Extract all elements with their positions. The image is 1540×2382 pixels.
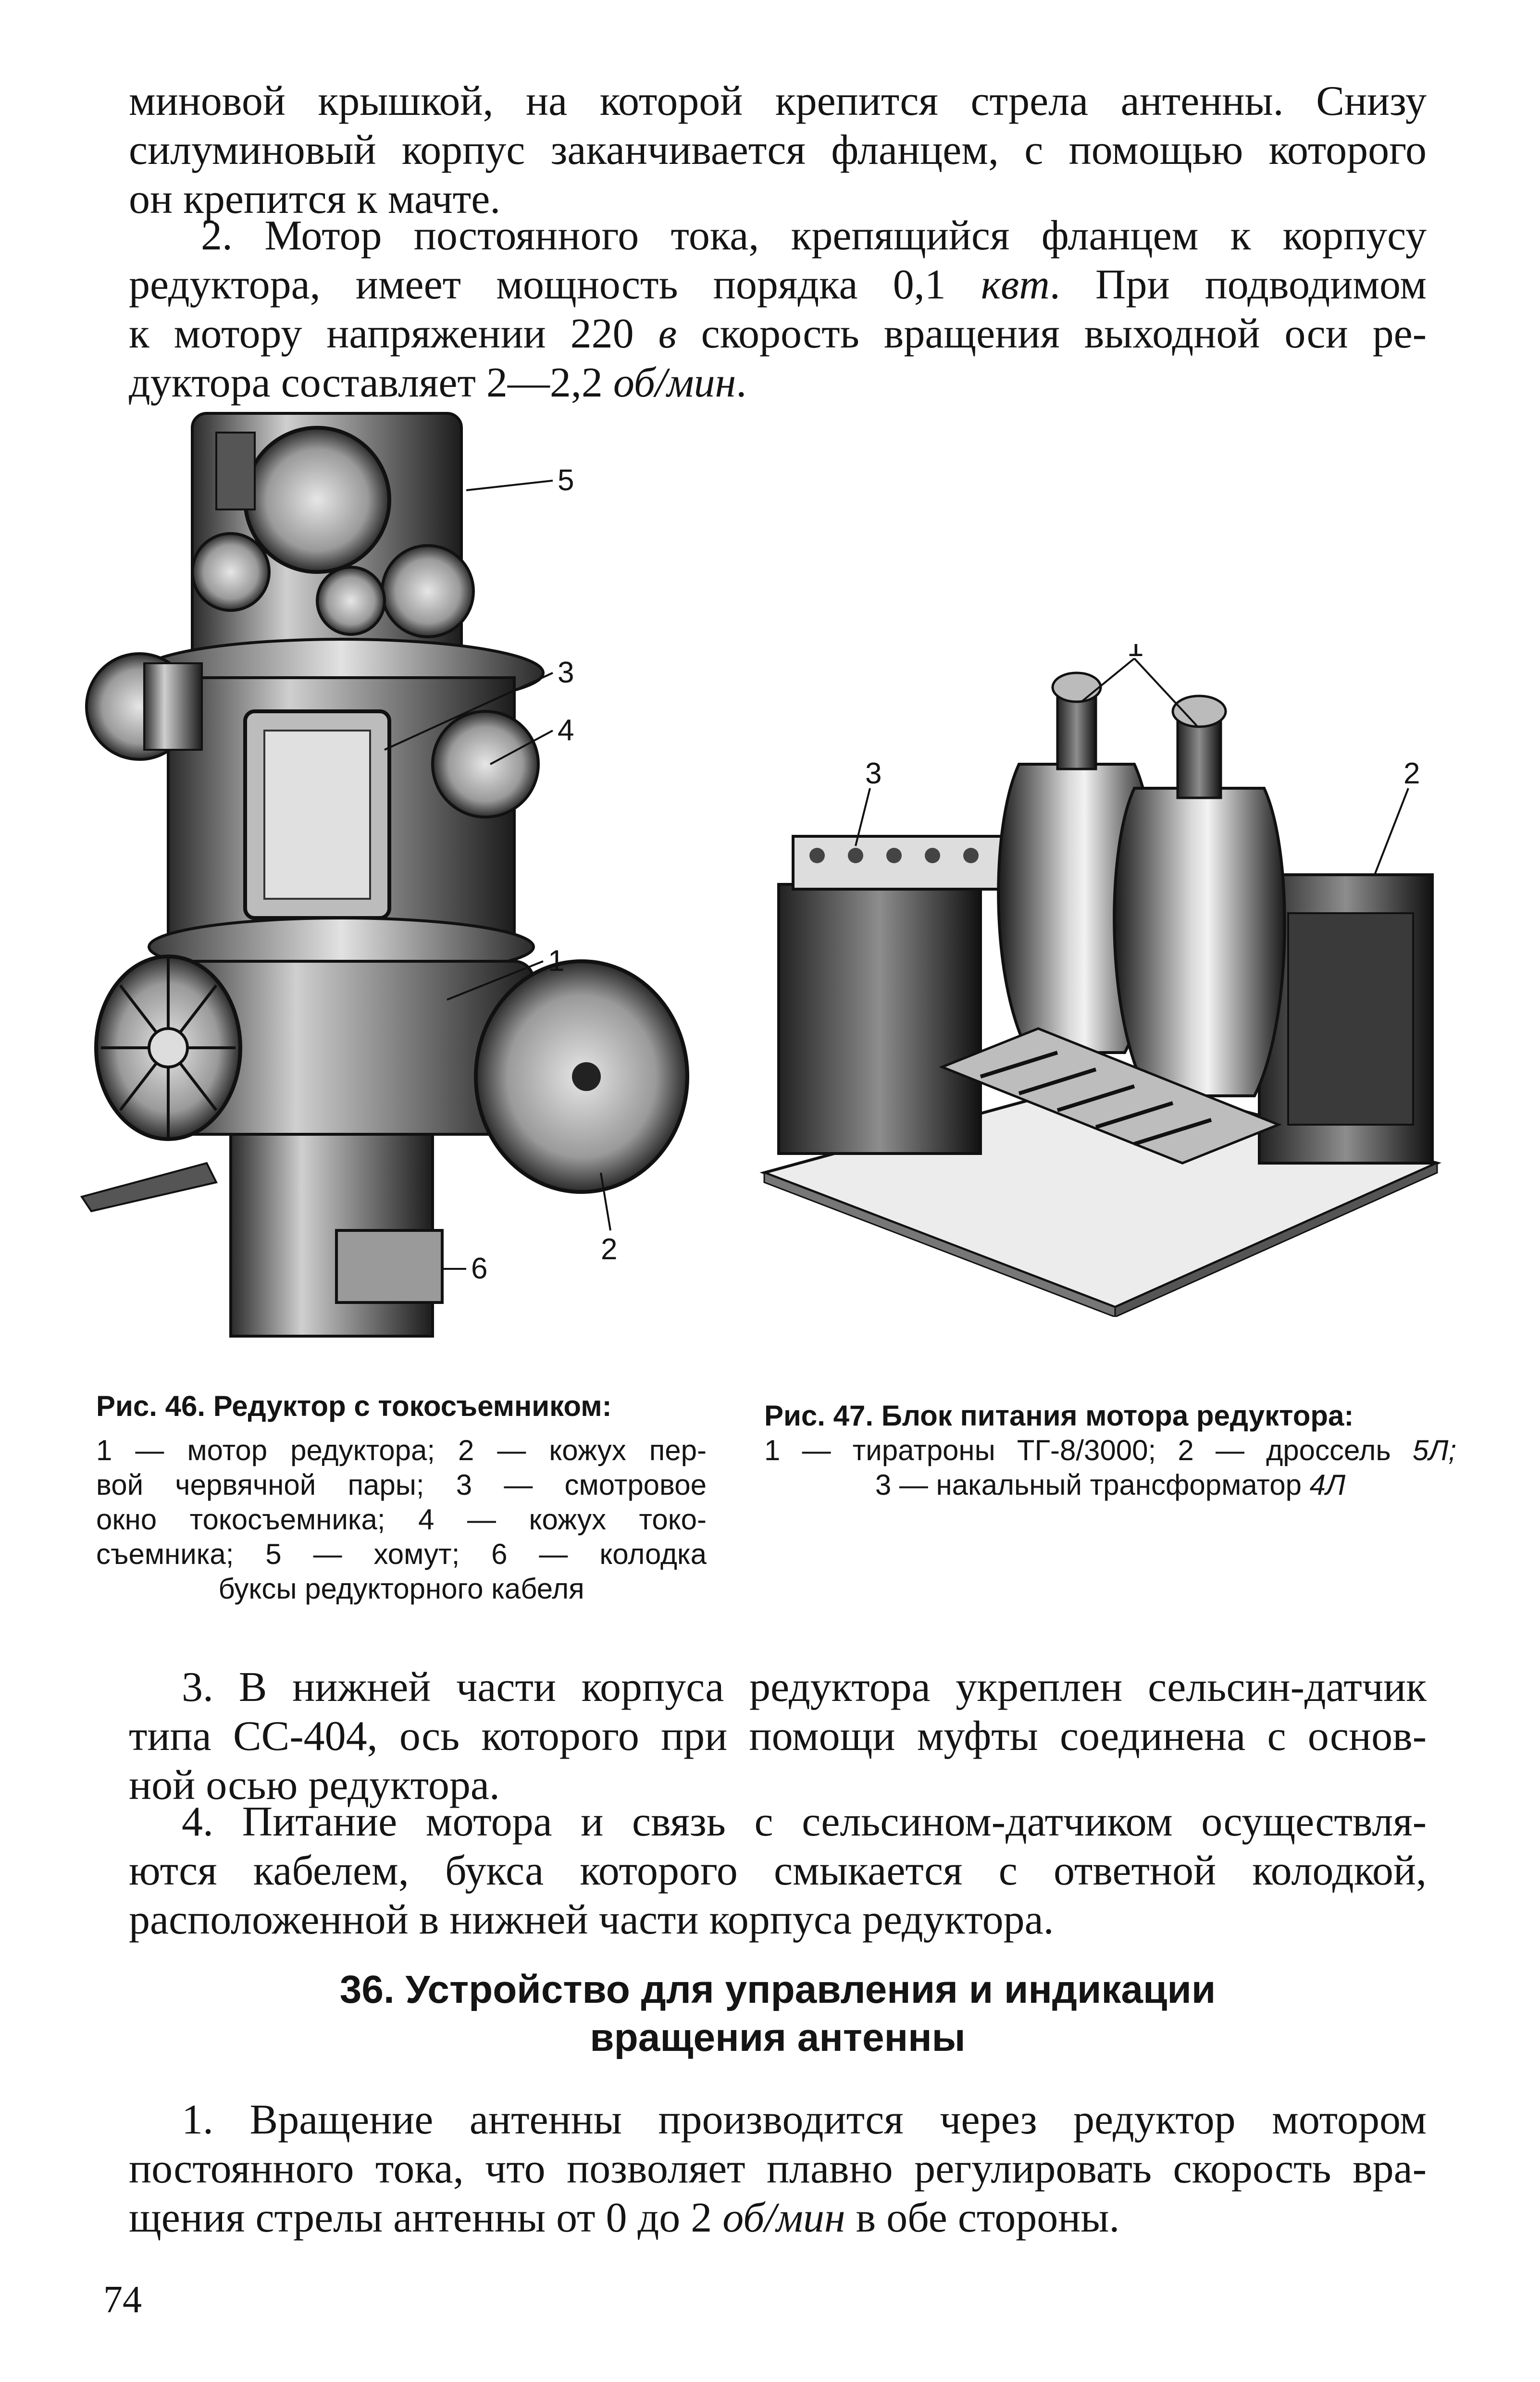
figure-46-label: 2	[601, 1233, 617, 1266]
text-line: силуминовый корпус заканчивается фланцем…	[129, 127, 1427, 174]
figure-46-label: 6	[471, 1252, 487, 1285]
text-fragment: в обе стороны.	[845, 2195, 1120, 2241]
figure-46-label: 4	[558, 714, 574, 747]
power-unit-drawing: 1 3 2	[759, 644, 1441, 1317]
caption-line: съемника; 5 — хомут; 6 — колодка	[96, 1538, 707, 1570]
reducer-drawing: 5 3 4 1 2 6	[80, 412, 689, 1338]
text-line: миновой крышкой, на которой крепится стр…	[129, 78, 1427, 124]
text-line: 4. Питание мотора и связь с сельсином-да…	[182, 1799, 1427, 1845]
item-2-paragraph: 2. Мотор постоянного тока, крепящийся фл…	[129, 211, 1427, 408]
heading-line: 36. Устройство для управления и индикаци…	[339, 1968, 1216, 2011]
text-fragment: дуктора составляет 2—2,2	[129, 360, 603, 406]
figure-47-power-unit-illustration: 1 3 2	[750, 644, 1442, 1317]
text-line: типа СС-404, ось которого при помощи муф…	[129, 1713, 1427, 1760]
caption-line: окно токосъемника; 4 — кожух токо-	[96, 1503, 707, 1536]
figure-46-label: 5	[558, 464, 574, 497]
figure-47-caption-title: Рис. 47. Блок питания мотора редуктора:	[764, 1400, 1354, 1432]
caption-line: 3 — накальный трансформатор 4Л	[764, 1468, 1456, 1502]
text-line: щения стрелы антенны от 0 до 2 об/мин в …	[129, 2194, 1427, 2243]
caption-fragment: 1 — тиратроны ТГ-8/3000; 2 — дроссель	[764, 1434, 1391, 1466]
text-line: он крепится к мачте.	[129, 176, 501, 223]
text-fragment: щения стрелы антенны от 0 до 2	[129, 2195, 712, 2241]
figure-47-caption: Рис. 47. Блок питания мотора редуктора: …	[764, 1399, 1456, 1502]
heading-line: вращения антенны	[590, 2016, 966, 2059]
caption-line: вой червячной пары; 3 — смотровое	[96, 1469, 707, 1501]
text-line: дуктора составляет 2—2,2 об/мин.	[129, 359, 1427, 408]
unit-kw: квт	[981, 261, 1050, 308]
caption-line: 1 — мотор редуктора; 2 — кожух пер-	[96, 1434, 707, 1466]
figure-46-label: 3	[558, 656, 574, 689]
caption-line: 1 — тиратроны ТГ-8/3000; 2 — дроссель 5Л…	[764, 1433, 1456, 1468]
caption-fragment: 3 — накальный трансформатор	[875, 1469, 1302, 1501]
figure-46-label: 1	[548, 944, 564, 978]
page-number: 74	[103, 2279, 142, 2321]
item-4-paragraph: 4. Питание мотора и связь с сельсином-да…	[129, 1798, 1427, 1945]
text-fragment: .	[736, 360, 747, 406]
figure-46-reducer-illustration: 5 3 4 1 2 6	[72, 394, 707, 1346]
text-fragment: . При подводимом	[1049, 261, 1427, 308]
caption-line: буксы редукторного кабеля	[218, 1573, 584, 1605]
figure-46-caption: Рис. 46. Редуктор с токосъемником: 1 — м…	[96, 1389, 707, 1606]
text-line: ются кабелем, букса которого смыкается с…	[129, 1848, 1427, 1894]
caption-italic-fragment: 5Л;	[1412, 1434, 1456, 1466]
unit-rpm: об/мин	[613, 360, 736, 406]
text-fragment: к мотору напряжении 220	[129, 310, 634, 357]
caption-italic-fragment: 4Л	[1309, 1469, 1346, 1501]
text-line: к мотору напряжении 220 в скорость враще…	[129, 310, 1427, 359]
text-line: редуктора, имеет мощность порядка 0,1 кв…	[129, 261, 1427, 310]
unit-rpm: об/мин	[722, 2195, 845, 2241]
unit-volt: в	[658, 310, 677, 357]
section-item-1-paragraph: 1. Вращение антенны производится через р…	[129, 2096, 1427, 2243]
text-fragment: редуктора, имеет мощность порядка 0,1	[129, 261, 946, 308]
text-line: ной осью редуктора.	[129, 1762, 500, 1809]
text-line: постоянного тока, что позволяет плавно р…	[129, 2146, 1427, 2192]
figure-46-caption-title: Рис. 46. Редуктор с токосъемником:	[96, 1390, 612, 1422]
text-line: расположенной в нижней части корпуса ред…	[129, 1897, 1054, 1943]
item-3-paragraph: 3. В нижней части корпуса редуктора укре…	[129, 1663, 1427, 1810]
figure-47-label: 1	[1127, 644, 1143, 663]
figure-47-label: 3	[865, 757, 882, 790]
text-line: 2. Мотор постоянного тока, крепящийся фл…	[201, 212, 1427, 259]
text-line: 1. Вращение антенны производится через р…	[182, 2097, 1427, 2143]
text-fragment: скорость вращения выходной оси ре-	[676, 310, 1427, 357]
section-heading: 36. Устройство для управления и индикаци…	[129, 1966, 1427, 2062]
intro-paragraph: миновой крышкой, на которой крепится стр…	[129, 77, 1427, 224]
figure-47-label: 2	[1403, 757, 1420, 790]
text-line: 3. В нижней части корпуса редуктора укре…	[182, 1664, 1427, 1711]
